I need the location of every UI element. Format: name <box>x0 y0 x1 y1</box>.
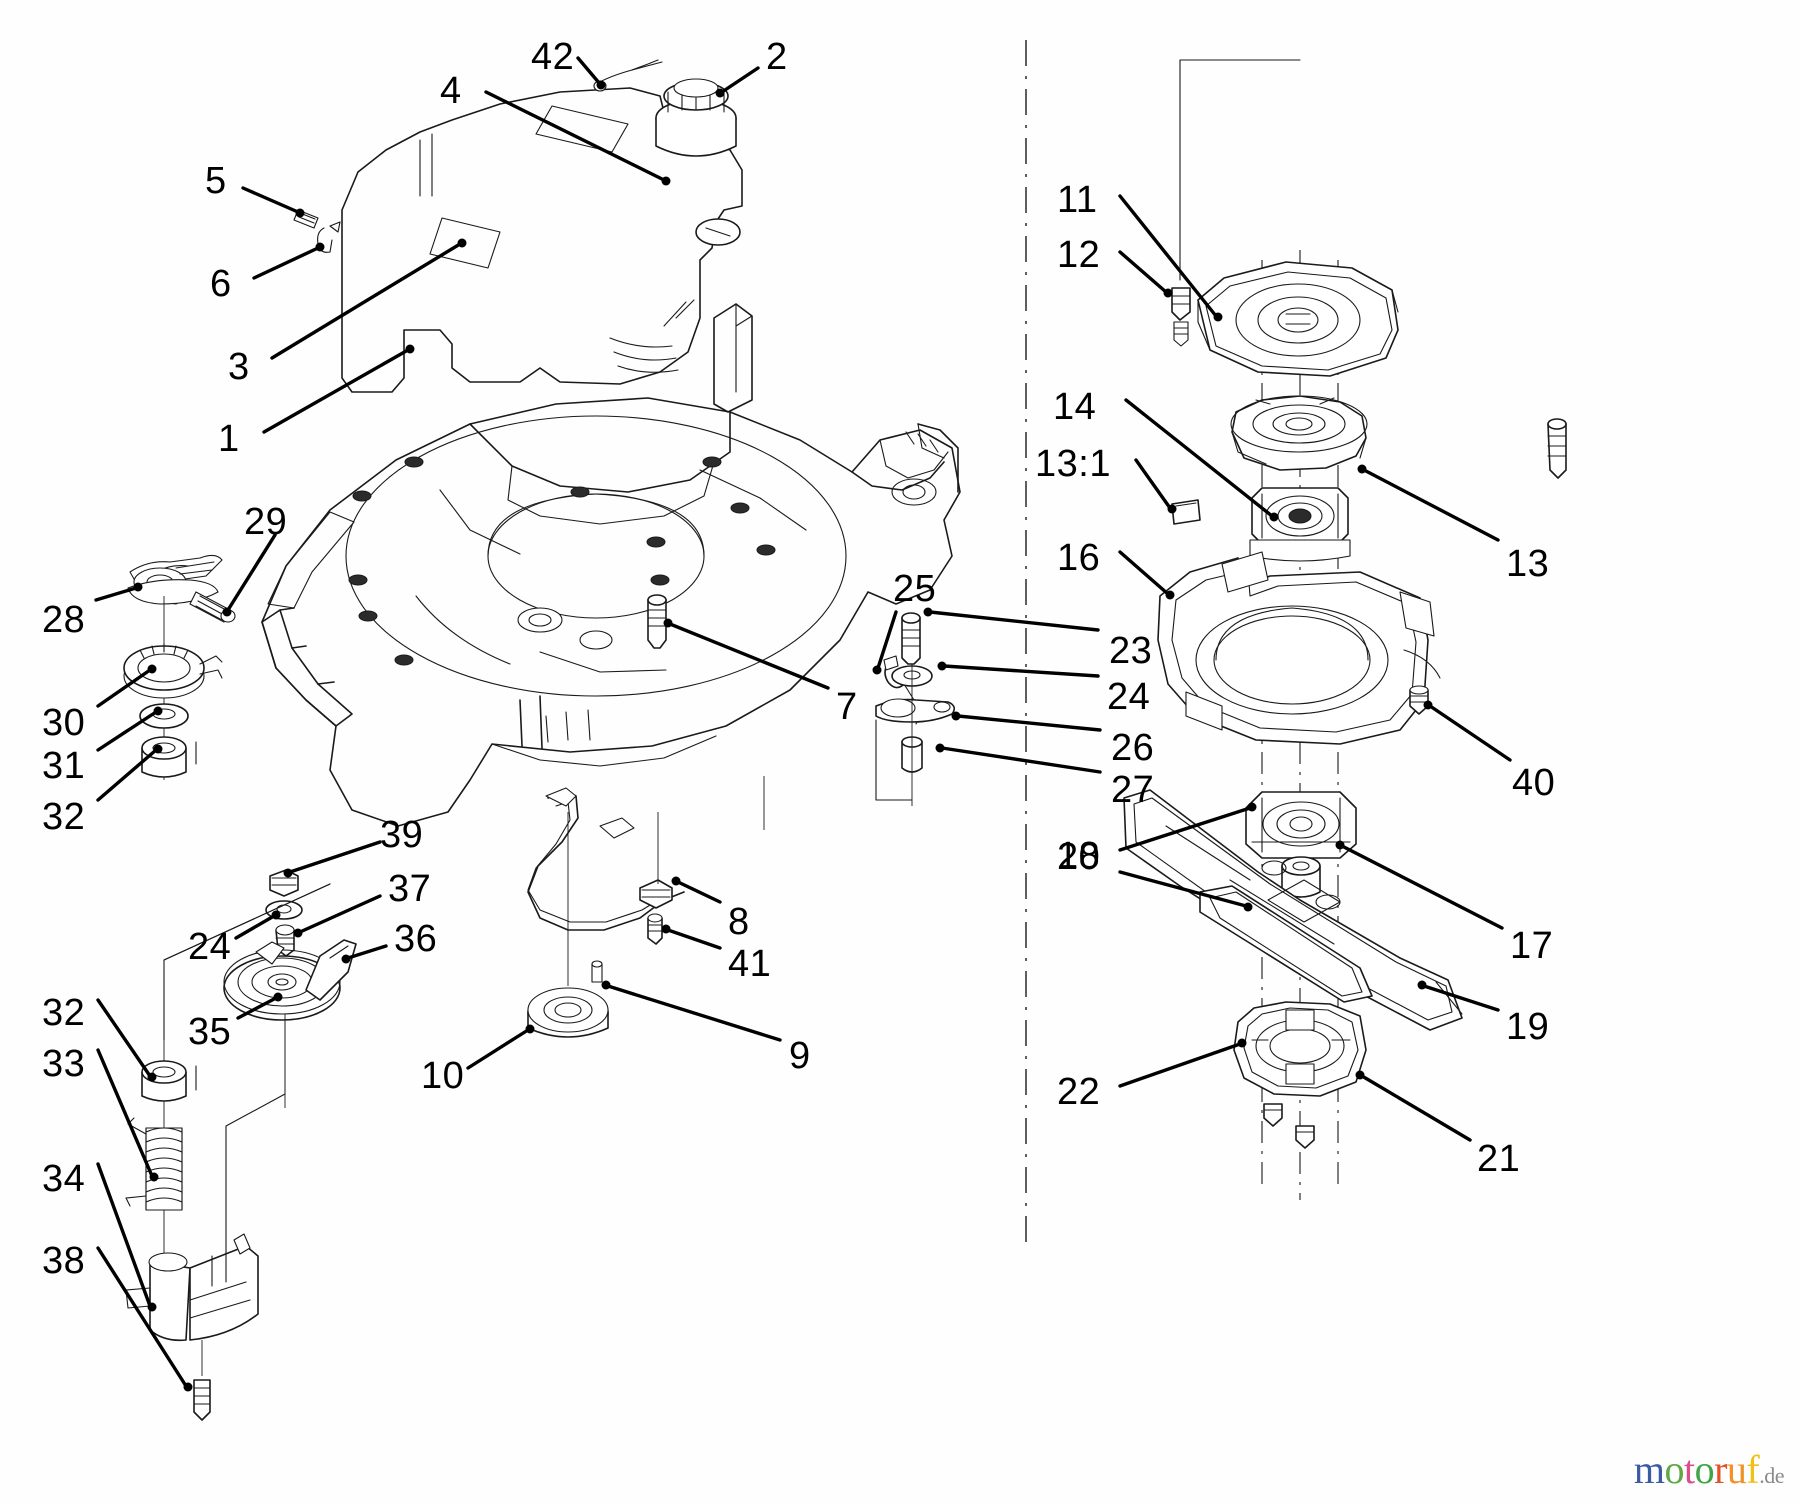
motoruf-watermark: motoruf.de <box>1633 1447 1785 1492</box>
callout-24: 24 <box>188 926 232 968</box>
callout-1: 1 <box>218 418 240 460</box>
callout-10: 10 <box>421 1055 465 1097</box>
callout-32: 32 <box>42 796 86 838</box>
callout-24: 24 <box>1107 676 1151 718</box>
callout-7: 7 <box>836 686 858 728</box>
part-10-bearing <box>527 987 609 1038</box>
part-38-bolt <box>193 1340 211 1421</box>
callout-38: 38 <box>42 1240 86 1282</box>
right-blade-assembly <box>1123 59 1567 1200</box>
leader-lines <box>94 56 1512 1392</box>
bottom-center-assembly <box>527 776 913 1038</box>
callout-18: 18 <box>1057 835 1101 877</box>
callout-30: 30 <box>42 702 86 744</box>
callout-22: 22 <box>1057 1071 1101 1113</box>
part-30-clamp <box>123 643 223 699</box>
callout-17: 17 <box>1510 925 1554 967</box>
callout-8: 8 <box>728 901 750 943</box>
part-7-bolt <box>647 594 667 649</box>
callout-34: 34 <box>42 1158 86 1200</box>
part-13-1-key <box>1171 499 1201 525</box>
callout-3: 3 <box>228 346 250 388</box>
part-9-pin <box>591 960 603 983</box>
callout-41: 41 <box>728 943 772 985</box>
callout-4: 4 <box>440 70 462 112</box>
part-34-housing <box>125 1233 259 1342</box>
part-41-bolt <box>647 913 663 945</box>
engine-assembly <box>293 59 743 393</box>
callout-28: 28 <box>42 599 86 641</box>
callout-26: 26 <box>1111 727 1155 769</box>
bottom-left-assembly <box>125 869 357 1421</box>
callout-35: 35 <box>188 1011 232 1053</box>
callout-13: 13 <box>1506 543 1550 585</box>
callout-20: 20 <box>1057 836 1101 878</box>
watermark-letter: u <box>1726 1447 1747 1492</box>
part-33-spring <box>125 1117 183 1211</box>
part-26-link <box>875 698 956 723</box>
part-21-bolts <box>1263 1103 1315 1149</box>
part-23-bolt <box>901 612 921 665</box>
callout-6: 6 <box>210 263 232 305</box>
callout-33: 33 <box>42 1043 86 1085</box>
callout-42: 42 <box>531 36 575 78</box>
callout-36: 36 <box>394 918 438 960</box>
watermark-letter: f <box>1746 1447 1760 1492</box>
part-11-cover <box>1197 261 1399 377</box>
callout-27: 27 <box>1111 769 1155 811</box>
watermark-suffix: .de <box>1759 1463 1784 1488</box>
part-hub-bearing <box>1249 487 1351 562</box>
part-36-lever <box>255 939 357 1001</box>
part-22-hub <box>1233 1001 1367 1097</box>
watermark-letter: o <box>1664 1447 1684 1492</box>
callout-25: 25 <box>893 568 937 610</box>
callout-39: 39 <box>380 814 424 856</box>
part-40-fastener <box>1409 685 1429 715</box>
part-12-fastener <box>1171 287 1191 347</box>
callout-29: 29 <box>244 501 288 543</box>
callout-21: 21 <box>1477 1138 1521 1180</box>
watermark-letter: r <box>1714 1447 1727 1492</box>
callout-13-1: 13:1 <box>1035 443 1111 485</box>
callout-37: 37 <box>388 868 432 910</box>
callout-9: 9 <box>789 1035 811 1077</box>
part-16-housing <box>1157 551 1441 745</box>
watermark-letter: t <box>1683 1447 1695 1492</box>
part-20-blade <box>1123 789 1463 1031</box>
part-13-bolt <box>1547 418 1567 479</box>
callout-31: 31 <box>42 745 86 787</box>
watermark-letter: m <box>1633 1447 1665 1492</box>
callout-32: 32 <box>42 992 86 1034</box>
watermark-letter: o <box>1694 1447 1715 1492</box>
part-8-nut <box>639 879 673 909</box>
callout-40: 40 <box>1512 762 1556 804</box>
callout-16: 16 <box>1057 537 1101 579</box>
mower-deck-housing <box>261 303 961 827</box>
callout-2: 2 <box>766 36 788 78</box>
part-14-fan <box>1230 395 1368 471</box>
callout-23: 23 <box>1109 630 1153 672</box>
callout-5: 5 <box>205 160 227 202</box>
deck-hardware-group <box>875 612 956 801</box>
callout-19: 19 <box>1506 1006 1550 1048</box>
callout-12: 12 <box>1057 234 1101 276</box>
callout-14: 14 <box>1053 386 1097 428</box>
callout-11: 11 <box>1057 179 1098 221</box>
